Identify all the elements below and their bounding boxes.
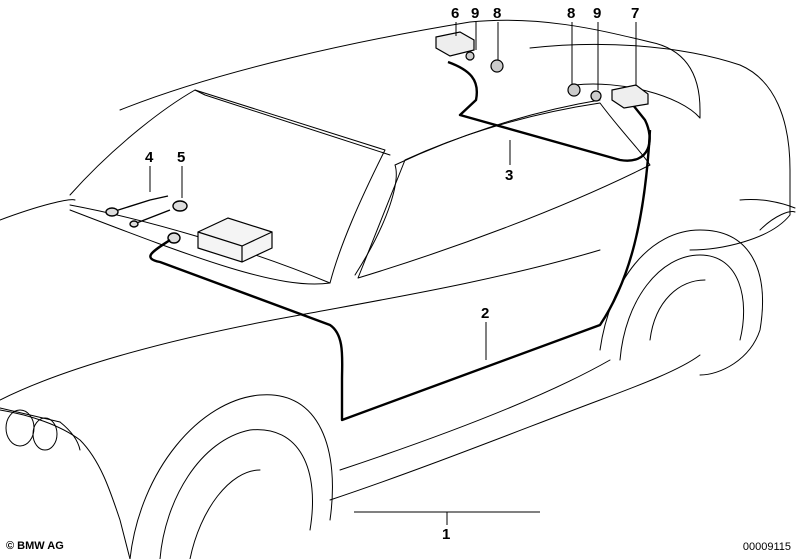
callout-4: 4 xyxy=(145,149,154,166)
callout-9-right: 9 xyxy=(593,5,601,22)
antenna-cable-3 xyxy=(447,60,651,162)
diagram-id-label: 00009115 xyxy=(742,541,791,553)
callout-9-left: 9 xyxy=(471,5,479,22)
leader-lines xyxy=(149,22,637,525)
callout-6: 6 xyxy=(451,5,459,22)
callout-3: 3 xyxy=(505,167,513,184)
copyright-label: © BMW AG xyxy=(6,540,64,552)
callout-1: 1 xyxy=(442,526,450,543)
antenna-leads xyxy=(105,195,188,244)
car-body-outline xyxy=(0,19,796,559)
callout-2: 2 xyxy=(481,305,489,322)
callout-8-left: 8 xyxy=(493,5,501,22)
antenna-cable-2 xyxy=(149,129,652,422)
callout-7: 7 xyxy=(631,5,639,22)
callout-5: 5 xyxy=(177,149,185,166)
callout-8-right: 8 xyxy=(567,5,575,22)
amplifier-module xyxy=(197,217,273,263)
rear-antenna-amplifiers xyxy=(435,31,649,109)
